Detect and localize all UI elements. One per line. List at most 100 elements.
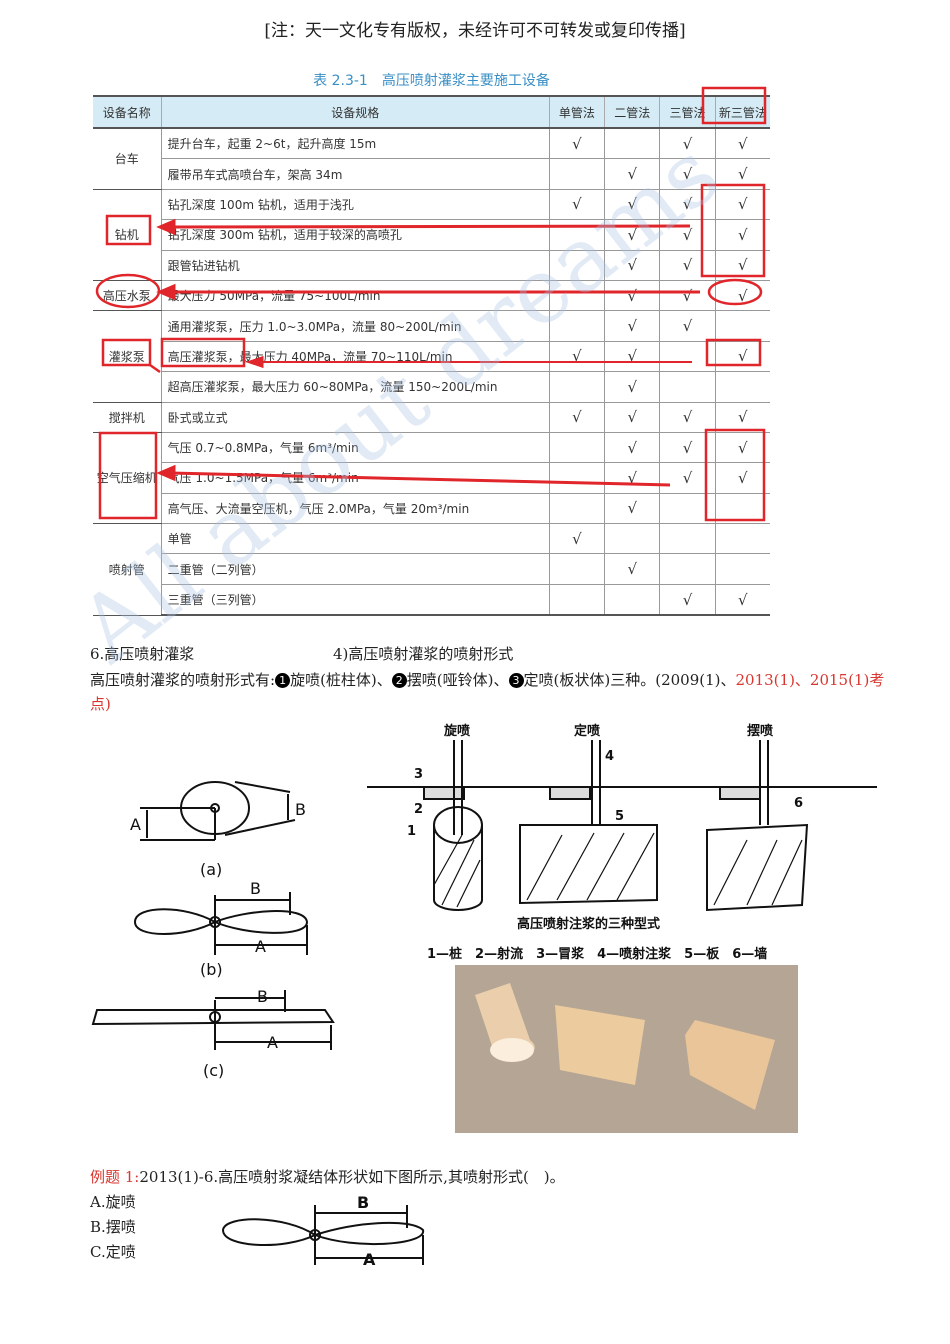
table-row: 台车提升台车，起重 2~6t，起升高度 15m√√√ (93, 128, 770, 190)
table-row: 高压水泵最大压力 50MPa，流量 75~100L/min√√√ (93, 280, 770, 312)
label-swing-jet: 摆喷 (747, 723, 773, 739)
annotation-box (700, 183, 766, 278)
table-row: 履带吊车式高喷台车，架高 34m√√√ (93, 158, 770, 190)
check-mark: √ (548, 402, 605, 433)
jet-forms-diagram: 旋喷 定喷 摆喷 1 2 3 4 5 6 高压喷射注浆的三种型式 1—桩 2—射… (367, 723, 877, 962)
empty-cell (714, 371, 770, 403)
annotation-box (160, 337, 246, 368)
option-c[interactable]: C.定喷 (90, 1243, 136, 1261)
table-row: 灌浆泵通用灌浆泵，压力 1.0~3.0MPa，流量 80~200L/min√√ (93, 310, 770, 403)
annotation-ellipse (707, 278, 763, 306)
item-text: 旋喷(桩柱体)、 (290, 671, 392, 689)
table-row: 二重管（二列管）√ (93, 553, 770, 585)
option-b[interactable]: B.摆喷 (90, 1218, 136, 1236)
column-header: 二管法 (604, 95, 660, 129)
equipment-spec: 履带吊车式高喷台车，架高 34m (160, 158, 550, 190)
annotation-arrowhead (156, 218, 176, 236)
label-a: A (255, 937, 266, 956)
num-4: 4 (605, 749, 614, 764)
caption-b: (b) (200, 960, 223, 979)
check-mark: √ (714, 128, 770, 160)
check-mark: √ (659, 310, 716, 342)
annotation-box (704, 428, 766, 522)
label-a: A (363, 1250, 376, 1269)
number-2-icon: 2 (391, 673, 407, 688)
equipment-spec: 通用灌浆泵，压力 1.0~3.0MPa，流量 80~200L/min (160, 310, 550, 342)
hatching (433, 832, 803, 908)
equipment-name: 喷射管 (93, 523, 162, 616)
empty-cell (548, 158, 605, 190)
annotation-arrowhead (245, 355, 264, 369)
check-mark: √ (659, 402, 716, 433)
equipment-spec: 钻孔深度 100m 钻机，适用于浅孔 (160, 189, 550, 221)
num-6: 6 (794, 796, 803, 811)
equipment-spec: 气压 0.7~0.8MPa，气量 6m³/min (160, 432, 550, 464)
table-row: 三重管（三列管）√√ (93, 584, 770, 617)
question-text: 2013(1)-6.高压喷射浆凝结体形状如下图所示,其喷射形式( )。 (139, 1168, 565, 1186)
equipment-name: 台车 (93, 128, 162, 190)
check-mark: √ (604, 462, 660, 494)
check-mark: √ (714, 432, 770, 464)
jet-shape-figure: A B (a) B A (b) B A (c) (91, 781, 335, 1080)
caption-c: (c) (203, 1061, 224, 1080)
equipment-spec: 卧式或立式 (160, 402, 550, 433)
num-2: 2 (414, 802, 423, 817)
equipment-spec: 单管 (160, 523, 550, 555)
label-b: B (250, 879, 261, 898)
equipment-spec: 高气压、大流量空压机，气压 2.0MPa，气量 20m³/min (160, 493, 550, 525)
diagram-legend: 1—桩 2—射流 3—冒浆 4—喷射注浆 5—板 6—墙 (427, 946, 767, 962)
annotation-box (101, 338, 152, 367)
equipment-name: 高压水泵 (93, 280, 162, 312)
option-a[interactable]: A.旋喷 (90, 1193, 136, 1211)
diagram-caption: 高压喷射注浆的三种型式 (517, 916, 660, 932)
label-fixed-jet: 定喷 (573, 723, 600, 739)
annotation-arrow (169, 224, 691, 229)
check-mark: √ (659, 189, 716, 221)
empty-cell (548, 432, 605, 464)
check-mark: √ (714, 402, 770, 433)
num-1: 1 (407, 824, 416, 839)
column-header: 单管法 (548, 95, 605, 129)
equipment-name: 空气压缩机 (93, 432, 162, 525)
annotation-arrowhead (156, 283, 176, 301)
equipment-spec: 超高压灌浆泵，最大压力 60~80MPa，流量 150~200L/min (160, 371, 550, 403)
annotation-pointer (149, 363, 161, 374)
empty-cell (714, 310, 770, 342)
label-rotary-jet: 旋喷 (443, 723, 470, 739)
check-mark: √ (604, 341, 660, 373)
number-3-icon: 3 (508, 673, 524, 688)
check-mark: √ (604, 280, 660, 312)
empty-cell (548, 553, 605, 585)
equipment-table: 设备名称设备规格单管法二管法三管法新三管法 台车提升台车，起重 2~6t，起升高… (93, 95, 770, 617)
check-mark: √ (604, 310, 660, 342)
check-mark: √ (604, 553, 660, 585)
empty-cell (548, 280, 605, 312)
empty-cell (604, 128, 660, 160)
check-mark: √ (714, 584, 770, 617)
annotation-arrow (169, 471, 671, 487)
check-mark: √ (548, 341, 605, 373)
check-mark: √ (604, 493, 660, 525)
equipment-spec: 提升台车，起重 2~6t，起升高度 15m (160, 128, 550, 160)
check-mark: √ (714, 219, 770, 251)
citation: (2009(1)、 (655, 671, 736, 689)
empty-cell (548, 584, 605, 617)
num-3: 3 (414, 767, 423, 782)
section-heading: 6.高压喷射灌浆 (90, 645, 195, 663)
table-row: 喷射管单管√ (93, 523, 770, 616)
equipment-spec: 钻孔深度 300m 钻机，适用于较深的高喷孔 (160, 219, 550, 251)
empty-cell (548, 310, 605, 342)
empty-cell (714, 523, 770, 555)
empty-cell (548, 462, 605, 494)
equipment-spec: 三重管（三列管） (160, 584, 550, 617)
check-mark: √ (548, 523, 605, 555)
label-a: A (267, 1033, 278, 1052)
copyright-note: [注：天一文化专有版权，未经许可不可转发或复印传播] (264, 21, 686, 41)
section-subheading: 4)高压喷射灌浆的喷射形式 (333, 645, 514, 663)
annotation-box (701, 86, 767, 125)
annotation-arrowhead (156, 464, 176, 482)
empty-cell (548, 250, 605, 281)
check-mark: √ (714, 462, 770, 494)
table-row: 搅拌机卧式或立式√√√√ (93, 402, 770, 433)
